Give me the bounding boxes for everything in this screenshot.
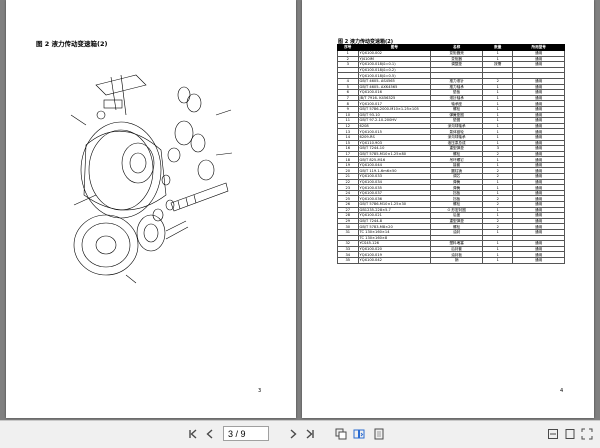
cell-model [512, 66, 565, 74]
cell-model: 通用 [512, 105, 565, 113]
exploded-parts-diagram [70, 74, 233, 284]
table-row: YQX100.018(δ=0.5) [337, 72, 565, 79]
page-number: 4 [560, 388, 564, 394]
fit-width-icon[interactable] [546, 427, 560, 441]
page-3: 图 2 液力传动变速箱(2) [6, 0, 296, 418]
header-quantity: 数量 [482, 44, 514, 51]
header-model: 所用型号 [512, 44, 565, 51]
table-row: YQX100.018(δ=0.2) [337, 66, 565, 74]
cell-quantity [482, 66, 514, 74]
single-page-view-icon[interactable] [563, 427, 577, 441]
cell-model: 通用 [512, 117, 565, 124]
cell-quantity: 1 [482, 257, 514, 264]
cell-row-no: 35 [337, 257, 359, 264]
previous-page-icon[interactable] [203, 427, 217, 441]
cell-model: 通用 [512, 257, 565, 264]
cell-quantity: 按需 [482, 61, 514, 68]
table-title: 图 2 液力传动变速箱(2) [338, 39, 394, 45]
copy-icon[interactable] [334, 427, 348, 441]
next-page-icon[interactable] [286, 427, 300, 441]
cell-part-name: 销 [430, 257, 484, 264]
table-header-row: 序号 图号 名称 数量 所用型号 [337, 44, 565, 51]
document-viewport[interactable]: 图 2 液力传动变速箱(2) [0, 0, 600, 420]
cell-model: 通用 [512, 94, 565, 102]
figure-title: 图 2 液力传动变速箱(2) [36, 40, 108, 48]
page-number-input[interactable]: 3 / 9 [223, 426, 269, 441]
cell-model: 通用 [512, 111, 565, 119]
cell-model: 通用 [512, 89, 565, 96]
cell-quantity: 1 [482, 251, 514, 258]
cell-quantity: 1 [482, 105, 514, 113]
last-page-icon[interactable] [303, 427, 317, 441]
cell-model: 通用 [512, 100, 565, 107]
cell-part-number: YQX100.042 [357, 257, 432, 264]
two-page-icon[interactable] [352, 427, 366, 441]
cell-model: 通用 [512, 251, 565, 258]
cell-quantity [482, 72, 514, 79]
cell-quantity: 1 [482, 83, 514, 91]
viewer-toolbar: 3 / 9 [0, 420, 600, 448]
cell-model [512, 72, 565, 79]
fullscreen-icon[interactable] [580, 427, 594, 441]
page-number: 3 [258, 388, 262, 394]
cell-quantity: 1 [482, 100, 514, 107]
cell-model: 通用 [512, 61, 565, 68]
cell-quantity: 1 [482, 117, 514, 124]
cell-quantity: 2 [482, 78, 514, 85]
cell-model: 通用 [512, 83, 565, 91]
cell-quantity: 1 [482, 89, 514, 96]
cell-model: 通用 [512, 78, 565, 85]
first-page-icon[interactable] [186, 427, 200, 441]
cell-quantity: 1 [482, 111, 514, 119]
cell-quantity: 1 [482, 94, 514, 102]
single-page-icon[interactable] [372, 427, 386, 441]
